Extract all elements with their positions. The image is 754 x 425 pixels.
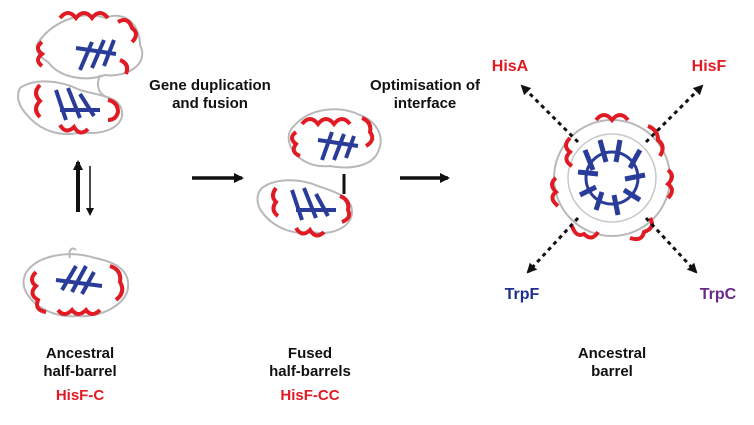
enzyme-hisa: HisA <box>491 58 529 75</box>
barrel-caption: Ancestral barrel <box>552 345 672 381</box>
half-barrel-title-line2: half-barrel <box>43 363 117 380</box>
arrow-to-hisf <box>644 84 704 144</box>
fused-title-line2: half-barrels <box>269 363 351 380</box>
enzyme-hisf: HisF <box>691 58 727 75</box>
optimisation-label: Optimisation of interface <box>362 77 488 113</box>
duplication-label: Gene duplication and fusion <box>148 77 272 113</box>
fused-half-barrels-protein <box>256 108 382 238</box>
arrow-to-trpf <box>526 216 580 274</box>
barrel-title-line2: barrel <box>591 363 633 380</box>
arrow-to-hisa <box>520 84 580 144</box>
optimisation-label-line1: Optimisation of <box>370 77 480 94</box>
duplication-label-line1: Gene duplication <box>149 77 271 94</box>
arrow-to-trpc <box>644 216 698 274</box>
enzyme-trpc: TrpC <box>699 286 737 303</box>
half-barrel-title-line1: Ancestral <box>45 345 115 362</box>
barrel-title-line1: Ancestral <box>577 345 647 362</box>
half-barrel-name: HisF-C <box>55 387 105 404</box>
fused-caption: Fused half-barrels <box>250 345 370 381</box>
half-barrel-caption: Ancestral half-barrel <box>20 345 140 381</box>
optimisation-label-line2: interface <box>393 95 457 112</box>
ancestral-half-barrel-protein <box>22 247 130 318</box>
duplication-label-line2: and fusion <box>172 95 248 112</box>
fused-name: HisF-CC <box>280 387 340 404</box>
enzyme-trpf: TrpF <box>504 286 540 303</box>
ancestral-barrel-protein <box>550 113 674 242</box>
fused-title-line1: Fused <box>287 345 333 362</box>
half-barrel-bottom-protein <box>17 80 124 135</box>
half-barrel-top-protein <box>35 11 144 99</box>
